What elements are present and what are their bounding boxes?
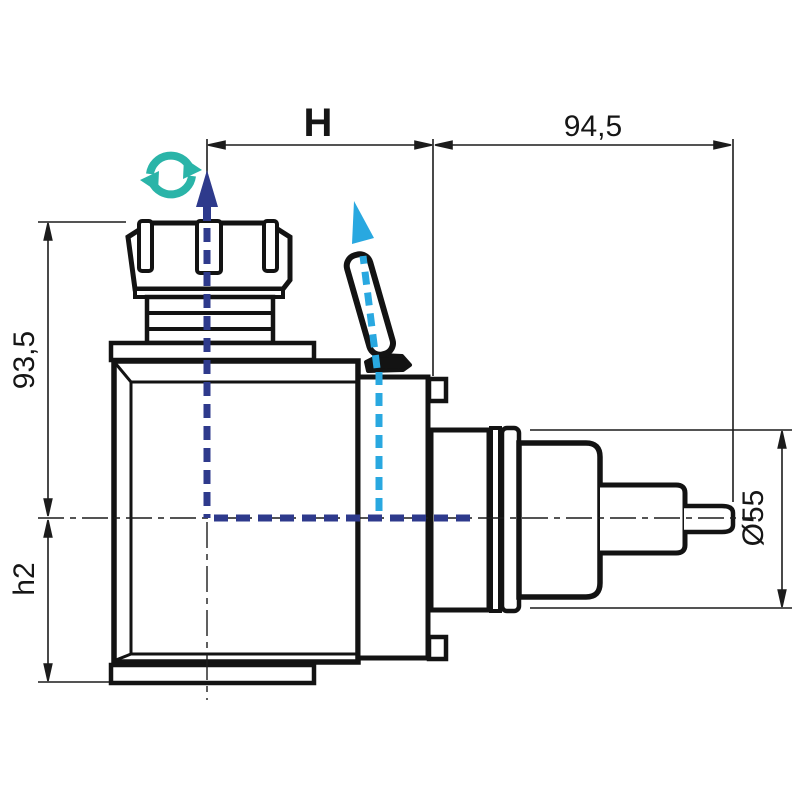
- dim-arrow: [414, 140, 433, 150]
- collet-nut-slot: [262, 219, 279, 273]
- dim-arrow: [434, 140, 453, 150]
- dim-label-H: H: [304, 101, 333, 145]
- clamp-axis-slanted: [359, 255, 381, 369]
- dim-label-d55: Ø55: [737, 490, 770, 547]
- dim-label-93-5: 93,5: [8, 331, 41, 389]
- bottom-flange: [108, 662, 317, 686]
- dim-arrow: [43, 222, 53, 241]
- top-flange: [108, 340, 317, 363]
- spindle-step: [600, 482, 688, 556]
- clamp-lug-top: [426, 376, 449, 404]
- dim-arrow: [713, 140, 732, 150]
- collet-nut-slot: [137, 219, 154, 273]
- dim-arrow: [43, 498, 53, 517]
- clamp-axis: [352, 201, 383, 518]
- clamp-lever-arrow-icon: [352, 201, 374, 244]
- spindle-tip: [684, 503, 736, 535]
- rotation-arrowhead: [183, 158, 202, 179]
- spindle-ring-thin: [489, 426, 502, 613]
- dimension-lines: [43, 140, 787, 682]
- housing-chamfer: [115, 652, 132, 662]
- rotation-arrowhead: [140, 171, 159, 192]
- dim-label-94-5: 94,5: [564, 110, 622, 143]
- dim-arrow: [777, 430, 787, 449]
- extension-lines: [38, 139, 792, 683]
- spindle-arrow-stem: [203, 204, 211, 221]
- spindle-axis: [196, 170, 470, 522]
- housing-chamfer: [114, 363, 133, 383]
- rotation-arrows-icon: [140, 151, 202, 199]
- main-housing: [111, 358, 361, 665]
- dim-arrow: [43, 519, 53, 538]
- dim-arrow: [777, 589, 787, 608]
- dim-arrow: [207, 140, 226, 150]
- dimension-labels: H 94,5 93,5 h2 Ø55: [8, 101, 770, 596]
- dim-label-h2: h2: [8, 562, 41, 595]
- dim-arrow: [43, 663, 53, 682]
- spindle-axis-arrow-icon: [196, 170, 218, 207]
- clamp-lever: [343, 251, 412, 373]
- clamp-lug-bottom: [426, 634, 449, 662]
- spindle-cylinder: [516, 440, 603, 600]
